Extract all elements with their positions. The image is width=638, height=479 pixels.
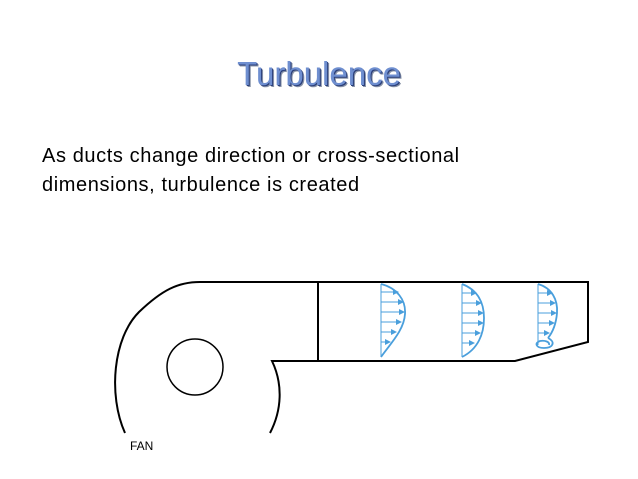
velocity-profile-2 xyxy=(461,283,485,358)
slide-body-text: As ducts change direction or cross-secti… xyxy=(42,145,460,196)
slide-title: Turbulence xyxy=(237,55,401,92)
velocity-profile-3 xyxy=(535,283,558,349)
fan-impeller-circle xyxy=(166,338,224,396)
velocity-profile-1 xyxy=(380,283,406,358)
eddy-swirl xyxy=(535,337,554,349)
fan-housing-outline xyxy=(114,281,589,434)
fan-label: FAN xyxy=(130,439,153,453)
